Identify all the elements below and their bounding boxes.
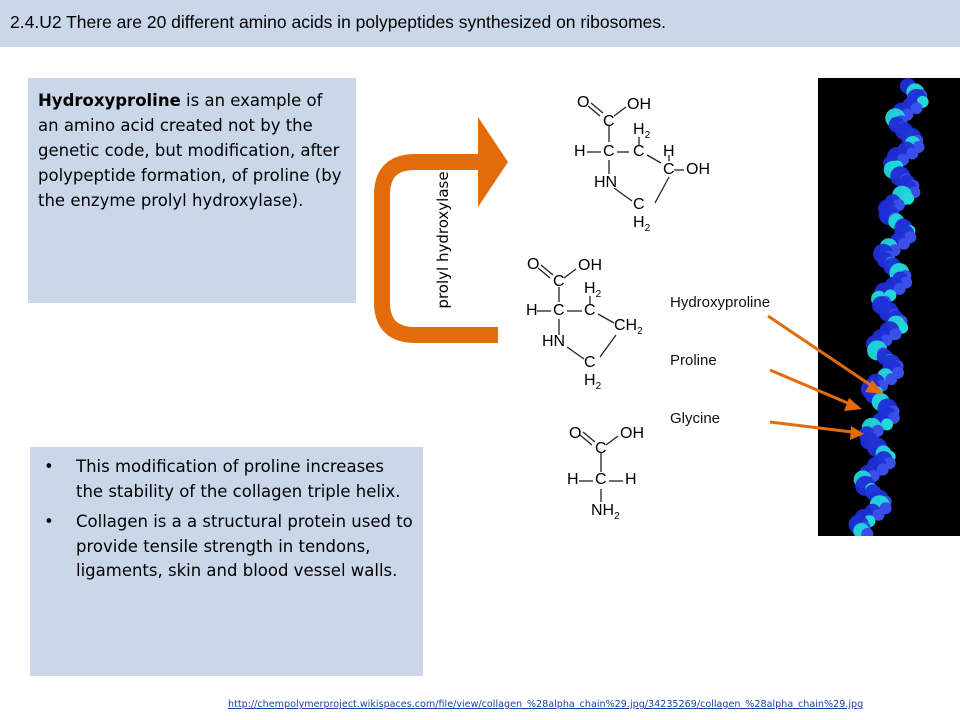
enzyme-label: prolyl hydroxylase xyxy=(434,171,452,309)
hydroxyproline-callout: Hydroxyproline xyxy=(670,294,771,311)
list-item: •This modification of proline increases … xyxy=(44,457,401,501)
bullet-textbox: •This modification of proline increases … xyxy=(30,447,423,676)
callout-arrows-icon xyxy=(767,314,884,440)
collagen-helix-image xyxy=(818,78,960,540)
intro-text: is an example of an amino acid created n… xyxy=(38,91,342,210)
orange-conversion-arrow-icon xyxy=(374,117,508,343)
glycine-structure: O C OH H C H NH2 xyxy=(567,425,644,523)
hydroxyproline-structure: O C OH H C C H2 H C OH HN C H2 xyxy=(574,94,710,235)
list-item: •Collagen is a a structural protein used… xyxy=(44,512,413,580)
proline-structure: O C OH H C C H2 CH2 HN C H2 xyxy=(526,256,643,393)
source-link[interactable]: http://chempolymerproject.wikispaces.com… xyxy=(228,699,864,710)
intro-bold-term: Hydroxyproline xyxy=(38,91,181,110)
bullet-list: •This modification of proline increases … xyxy=(40,455,413,584)
proline-callout: Proline xyxy=(670,352,717,369)
glycine-callout: Glycine xyxy=(670,410,721,427)
slide-title: 2.4.U2 There are 20 different amino acid… xyxy=(0,0,960,47)
intro-textbox: Hydroxyproline is an example of an amino… xyxy=(28,78,356,303)
